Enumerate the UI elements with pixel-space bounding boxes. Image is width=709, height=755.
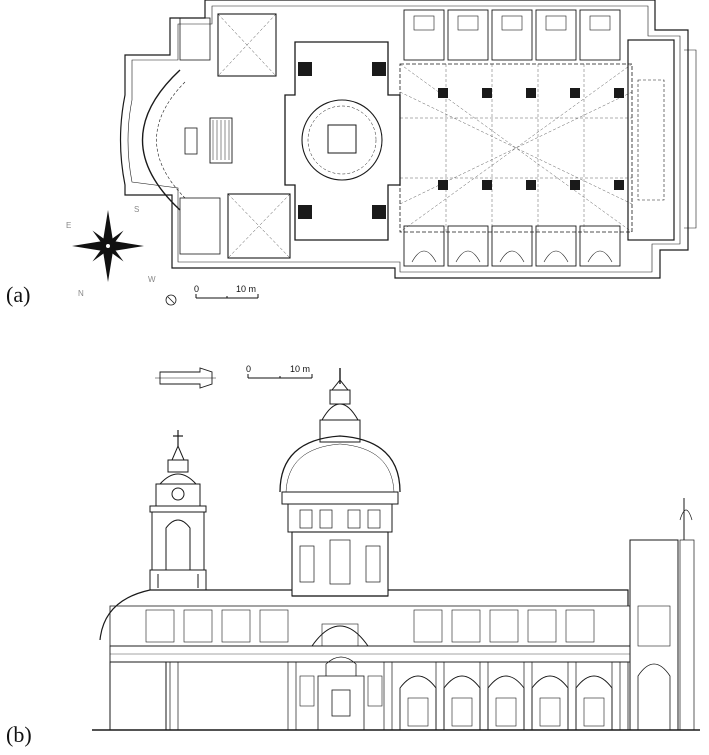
chapel-altarpieces <box>407 697 605 727</box>
compass-w: W <box>148 275 156 284</box>
sacristy-south-vault <box>227 193 291 259</box>
panel-label-a: (a) <box>6 282 31 307</box>
chapels-north <box>403 9 621 61</box>
scale-end-section: 10 m <box>290 364 310 374</box>
apse-wall <box>109 661 167 731</box>
sacristy-north <box>217 13 277 77</box>
compass-rose: S E W N <box>66 205 156 298</box>
plan-inner-wall <box>127 5 681 273</box>
altar-rail <box>212 120 230 160</box>
scale-end-plan: 10 m <box>236 284 256 294</box>
altar <box>209 117 233 164</box>
side-room-south <box>179 197 221 255</box>
dome-ring-inner <box>307 105 377 175</box>
crossing <box>284 41 401 241</box>
facade-section <box>629 498 695 731</box>
dome <box>279 368 401 597</box>
scale-bar-section: 0 10 m <box>246 364 313 379</box>
clerestory <box>109 605 631 647</box>
plan-outer-wall <box>119 0 689 279</box>
crossing-piers <box>298 62 386 219</box>
crossing-altar <box>327 124 357 154</box>
nave-vaulting <box>399 63 633 233</box>
drum-windows <box>299 509 381 529</box>
compass-n: N <box>78 289 84 298</box>
pilasters <box>169 661 621 731</box>
high-altar <box>317 656 365 731</box>
clerestory-panels <box>145 609 595 643</box>
drum-openings <box>299 539 381 585</box>
roof-line <box>99 589 629 641</box>
crossing-arch <box>311 625 369 647</box>
narthex <box>637 79 665 201</box>
facade-steps <box>684 49 697 229</box>
chapel-altars-north <box>413 15 611 31</box>
north-symbol <box>165 294 177 306</box>
sacristy-north-vault <box>217 13 277 77</box>
scale-start-section: 0 <box>246 364 251 374</box>
scale-start-plan: 0 <box>194 284 199 294</box>
apse <box>141 69 181 211</box>
nave <box>399 63 633 233</box>
longitudinal-section <box>92 368 700 731</box>
floor-plan <box>119 0 697 279</box>
compass-s: S <box>134 205 139 214</box>
lower-wall <box>165 661 629 731</box>
chapels-south <box>403 225 621 267</box>
altar-table <box>184 127 198 155</box>
key-plan <box>155 367 216 389</box>
panel-label-b: (b) <box>6 722 32 747</box>
dome-ring <box>301 99 383 181</box>
presbytery-niche <box>299 675 315 707</box>
chapel-arches <box>399 675 613 730</box>
presbytery-niche-2 <box>367 675 383 707</box>
nave-piers <box>438 88 624 190</box>
facade <box>627 39 675 241</box>
scale-bar-plan: 0 10 m <box>194 284 259 299</box>
side-room-north <box>179 17 211 61</box>
compass-e: E <box>66 221 71 230</box>
bell-tower <box>149 430 207 591</box>
chapel-altars-south <box>411 250 613 263</box>
apse-inner <box>156 81 186 199</box>
sacristy-south <box>227 193 291 259</box>
